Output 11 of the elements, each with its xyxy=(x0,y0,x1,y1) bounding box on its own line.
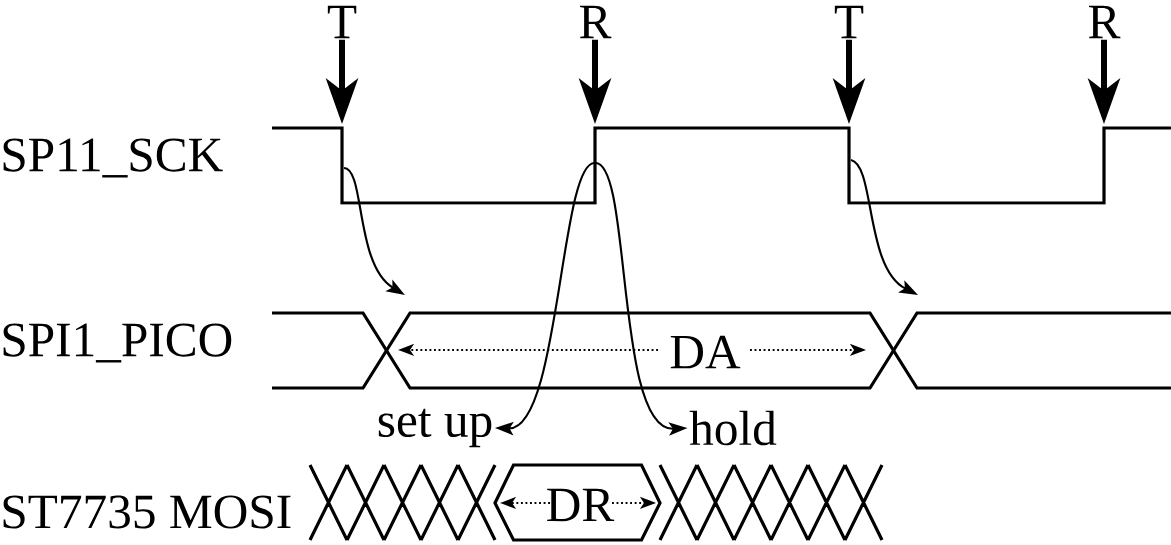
signal-marker: T xyxy=(834,5,864,39)
interval-label: DR xyxy=(547,488,615,522)
signal-name: SPI1_PICO xyxy=(3,323,232,363)
interval-label: DA xyxy=(670,335,741,369)
signal-marker: R xyxy=(580,5,612,39)
signal-marker: R xyxy=(1088,5,1121,39)
timing-label: set up xyxy=(378,408,492,448)
signal-name: ST7735 MOSI xyxy=(3,495,291,529)
signal-name: SP11_SCK xyxy=(3,138,223,178)
signal-marker: T xyxy=(327,5,357,39)
timing-label: hold xyxy=(689,410,777,446)
